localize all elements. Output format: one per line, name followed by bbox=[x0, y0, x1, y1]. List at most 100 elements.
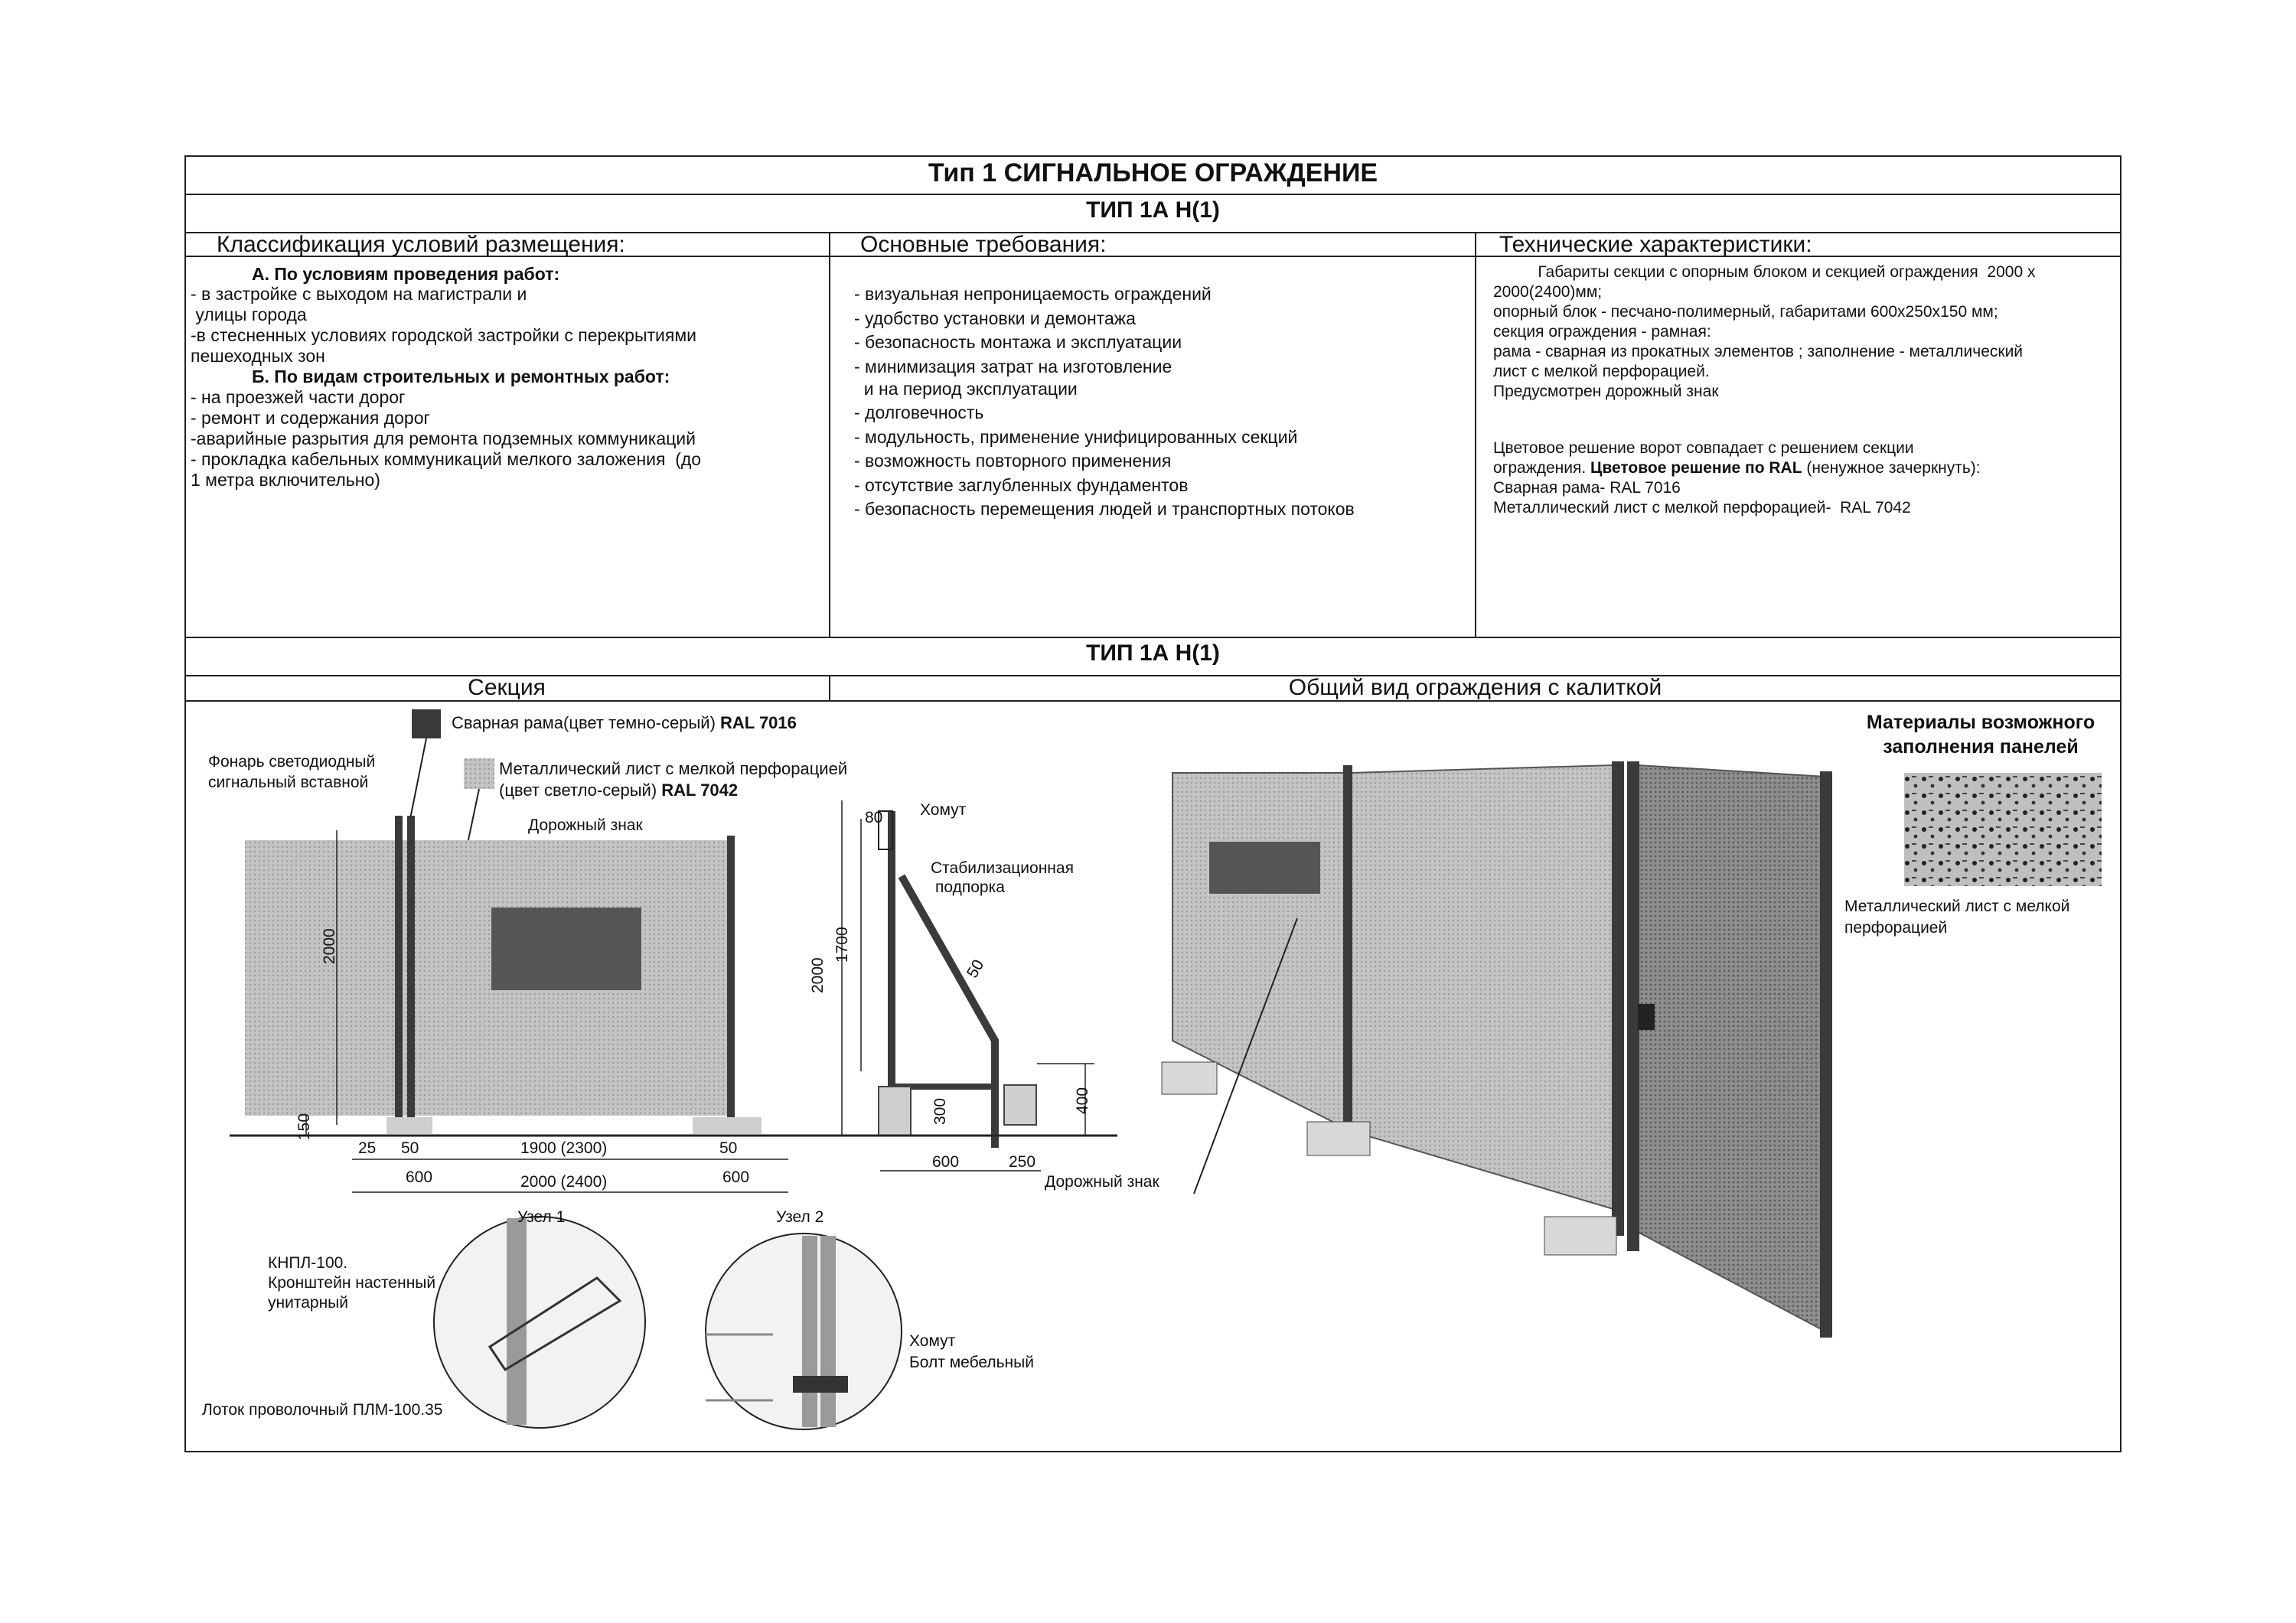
materials-title: заполнения панелей bbox=[1883, 736, 2079, 758]
type-subtitle: ТИП 1А Н(1) bbox=[1086, 197, 1220, 223]
side-block bbox=[878, 1086, 912, 1136]
node-2-post bbox=[802, 1236, 817, 1427]
perspective-post bbox=[1820, 771, 1832, 1338]
classification-a-line: улицы города bbox=[191, 305, 307, 324]
node-1-post bbox=[507, 1218, 527, 1425]
section-header: Секция bbox=[468, 675, 546, 700]
dim-50-a: 50 bbox=[401, 1139, 419, 1157]
legend-sheet-text: (цвет светло-серый) bbox=[499, 781, 662, 800]
spec-line: рама - сварная из прокатных элементов ; … bbox=[1493, 343, 2024, 360]
stabilizer-label: подпорка bbox=[935, 878, 1005, 896]
dim-1900: 1900 (2300) bbox=[520, 1139, 608, 1157]
classification-b-title: Б. По видам строительных и ремонтных раб… bbox=[252, 367, 670, 386]
row-line bbox=[184, 637, 2122, 638]
spec-line: лист с мелкой перфорацией. bbox=[1493, 363, 1710, 380]
requirement-item: - отсутствие заглубленных фундаментов bbox=[854, 475, 1189, 495]
legend-frame-text: Сварная рама(цвет темно-серый) bbox=[452, 713, 721, 732]
classification-b-line: - на проезжей части дорог bbox=[191, 387, 406, 407]
col-line bbox=[829, 232, 830, 637]
classification-a-line: - в застройке с выходом на магистрали и bbox=[191, 284, 527, 304]
row-line bbox=[184, 700, 2122, 702]
frame-color-swatch bbox=[412, 709, 441, 738]
classification-a-title: А. По условиям проведения работ: bbox=[252, 264, 560, 284]
type-subtitle-2: ТИП 1А Н(1) bbox=[1086, 640, 1220, 666]
perspective-block bbox=[1306, 1121, 1371, 1156]
spec-color-text: (ненужное зачеркнуть): bbox=[1802, 459, 1981, 477]
spec-color-line: Сварная рама- RAL 7016 bbox=[1493, 479, 1681, 497]
node-2-clamp bbox=[793, 1376, 848, 1393]
frame-top-line bbox=[184, 155, 2122, 157]
dim-400: 400 bbox=[1074, 1087, 1091, 1114]
legend-frame-ral: RAL 7016 bbox=[720, 713, 797, 732]
panel-2 bbox=[1350, 764, 1614, 1211]
legend-sheet-ral: RAL 7042 bbox=[661, 781, 739, 800]
stabilizer-label: Стабилизационная bbox=[931, 859, 1074, 877]
side-block-2 bbox=[1003, 1084, 1037, 1126]
sheet-color-swatch bbox=[464, 758, 494, 789]
dim-600-a: 600 bbox=[406, 1168, 433, 1186]
classification-a-line: -в стесненных условиях городской застрой… bbox=[191, 325, 697, 345]
stabilizer-strut bbox=[898, 874, 999, 1148]
perspective-post bbox=[1343, 765, 1352, 1125]
knpl-label: КНПЛ-100. bbox=[268, 1254, 348, 1272]
legend-sheet-label: (цвет светло-серый) RAL 7042 bbox=[499, 781, 738, 800]
row-line bbox=[184, 675, 2122, 676]
lamp-label: сигнальный вставной bbox=[208, 774, 369, 791]
col-header-classification: Классификация условий размещения: bbox=[217, 232, 625, 257]
post-right bbox=[727, 836, 735, 1125]
row-line bbox=[184, 194, 2122, 195]
dim-1700: 1700 bbox=[833, 927, 851, 963]
classification-b-line: 1 метра включительно) bbox=[191, 470, 380, 490]
requirement-item: - безопасность перемещения людей и транс… bbox=[854, 499, 1355, 519]
frame-bottom-line bbox=[184, 1451, 2122, 1452]
requirement-item: - возможность повторного применения bbox=[854, 451, 1172, 471]
spec-line: 2000(2400)мм; bbox=[1493, 283, 1603, 301]
spec-color-line: ограждения. Цветовое решение по RAL (нен… bbox=[1493, 458, 1981, 477]
spec-line: Габариты секции с опорным блоком и секци… bbox=[1493, 263, 2036, 281]
dim-600-b: 600 bbox=[722, 1168, 750, 1186]
gate-latch bbox=[1638, 1004, 1655, 1030]
leader-line bbox=[407, 738, 427, 831]
knpl-label: унитарный bbox=[268, 1294, 348, 1312]
perspective-post bbox=[1627, 761, 1639, 1251]
spec-color-line: Цветовое решение ворот совпадает с решен… bbox=[1493, 439, 1914, 457]
spec-line: секция ограждения - рамная: bbox=[1493, 323, 1711, 341]
knpl-label: Кронштейн настенный bbox=[268, 1274, 436, 1292]
dim-2000-side: 2000 bbox=[809, 957, 827, 993]
road-sign-label: Дорожный знак bbox=[528, 816, 643, 834]
base-block bbox=[386, 1117, 432, 1134]
road-sign-rect bbox=[491, 908, 641, 990]
material-sample bbox=[1904, 773, 2102, 886]
spec-line: опорный блок - песчано-полимерный, габар… bbox=[1493, 303, 1998, 321]
drawing-sheet: Тип 1 СИГНАЛЬНОЕ ОГРАЖДЕНИЕ ТИП 1А Н(1) … bbox=[184, 155, 2122, 1452]
dim-2000-horizontal: 2000 (2400) bbox=[520, 1173, 608, 1191]
page-title: Тип 1 СИГНАЛЬНОЕ ОГРАЖДЕНИЕ bbox=[928, 158, 1378, 187]
spec-color-line: Металлический лист с мелкой перфорацией-… bbox=[1493, 499, 1911, 517]
materials-caption: Металлический лист с мелкой bbox=[1844, 898, 2070, 915]
dim-80: 80 bbox=[865, 809, 883, 826]
perspective-post bbox=[1612, 761, 1624, 1236]
requirement-item: - минимизация затрат на изготовление bbox=[854, 357, 1172, 376]
requirement-item: - долговечность bbox=[854, 402, 984, 422]
bolt-label: Болт мебельный bbox=[909, 1354, 1034, 1371]
col-line bbox=[829, 675, 830, 700]
lamp-label: Фонарь светодиодный bbox=[208, 753, 376, 771]
perspective-road-sign bbox=[1209, 842, 1320, 894]
legend-sheet-label: Металлический лист с мелкой перфорацией bbox=[499, 759, 848, 778]
legend-frame-label: Сварная рама(цвет темно-серый) RAL 7016 bbox=[452, 713, 797, 733]
row-line bbox=[184, 232, 2122, 233]
post-left-2 bbox=[407, 816, 415, 1125]
spec-line: Предусмотрен дорожный знак bbox=[1493, 383, 1719, 400]
road-sign-label-2: Дорожный знак bbox=[1045, 1173, 1159, 1191]
leader-line bbox=[1193, 917, 1298, 1194]
perspective-block bbox=[1161, 1061, 1218, 1095]
node-1-label: Узел 1 bbox=[517, 1208, 566, 1226]
classification-b-line: - ремонт и содержания дорог bbox=[191, 408, 430, 428]
requirement-item: - удобство установки и демонтажа bbox=[854, 308, 1136, 328]
side-clamp bbox=[878, 810, 893, 850]
requirement-item: - визуальная непроницаемость ограждений bbox=[854, 284, 1212, 304]
row-line bbox=[184, 256, 2122, 257]
side-post bbox=[888, 811, 895, 1129]
node-2-label: Узел 2 bbox=[776, 1208, 824, 1226]
